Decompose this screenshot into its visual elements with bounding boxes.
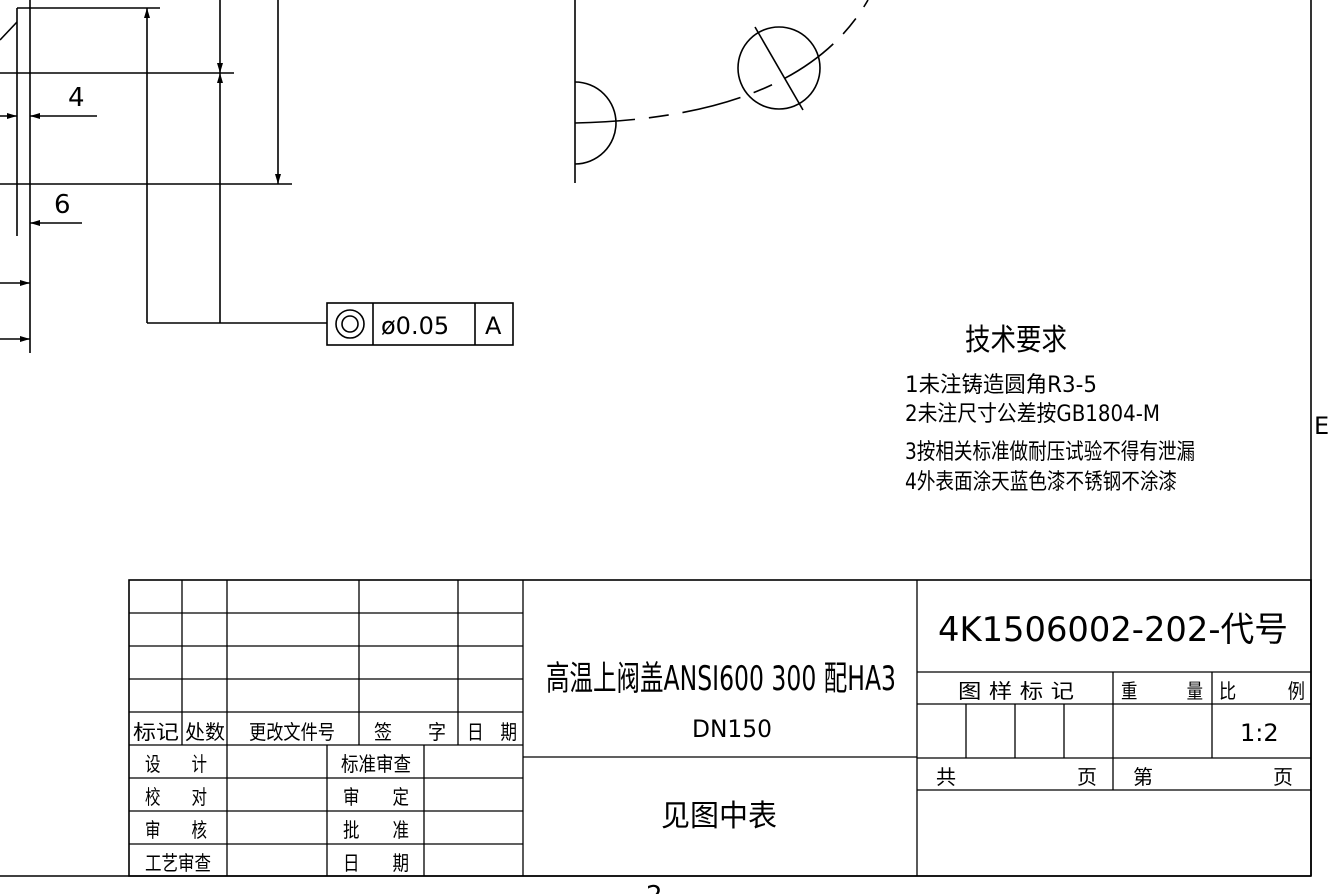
label-review: 审 核 [145, 818, 207, 842]
material: 见图中表 [661, 799, 777, 834]
tech-req-item: 1未注铸造圆角R3-5 [905, 373, 1097, 398]
weight-label: 重 量 [1121, 679, 1203, 703]
page-no-unit: 页 [1273, 765, 1293, 789]
label-date: 日 期 [343, 851, 409, 875]
rev-header-date: 日 期 [467, 720, 517, 744]
total-pages-unit: 页 [1077, 765, 1097, 789]
scale-value: 1:2 [1240, 719, 1279, 747]
rev-header-sign: 签 字 [374, 720, 446, 744]
label-approve-set: 审 定 [343, 785, 409, 809]
zone-label-2: 2 [646, 881, 663, 894]
feature-control-frame: ø0.05 A [326, 302, 514, 346]
label-check: 校 对 [145, 785, 207, 809]
dimension-6: 6 [54, 190, 71, 220]
concentricity-icon [335, 309, 365, 339]
label-design: 设 计 [145, 752, 207, 776]
rev-header-mark: 标记 [133, 720, 179, 744]
drawing-code: 4K1506002-202-代号 [938, 610, 1288, 650]
tech-req-item: 4外表面涂天蓝色漆不锈钢不涂漆 [905, 470, 1177, 495]
scale-label: 比 例 [1219, 679, 1305, 703]
pattern-mark-label: 图 样 标 记 [958, 679, 1074, 703]
rev-header-count: 处数 [185, 720, 225, 744]
tech-req-item: 2未注尺寸公差按GB1804-M [905, 402, 1160, 427]
fcf-datum: A [485, 312, 502, 340]
part-view-top [574, 0, 869, 183]
fcf-tolerance: ø0.05 [381, 312, 449, 340]
tech-req-title: 技术要求 [965, 323, 1067, 358]
title-block: 标记 处数 更改文件号 签 字 日 期 设 计 校 对 审 核 工艺审查 标准审… [128, 579, 1312, 877]
label-process-review: 工艺审查 [145, 851, 211, 875]
rev-header-doc: 更改文件号 [249, 720, 335, 744]
technical-requirements: 技术要求 1未注铸造圆角R3-5 2未注尺寸公差按GB1804-M 3按相关标准… [905, 323, 1195, 495]
part-view-left: 4 6 [0, 0, 327, 353]
label-approve: 批 准 [343, 818, 409, 842]
page-no-label: 第 [1133, 765, 1153, 789]
part-name: 高温上阀盖ANSI600 300 配HA3 [546, 659, 896, 699]
tech-req-item: 3按相关标准做耐压试验不得有泄漏 [905, 440, 1195, 465]
dimension-4: 4 [68, 83, 85, 113]
part-size: DN150 [692, 715, 772, 743]
zone-label-e: E [1314, 412, 1329, 440]
total-pages-label: 共 [936, 765, 956, 789]
label-standard-review: 标准审查 [341, 752, 411, 776]
